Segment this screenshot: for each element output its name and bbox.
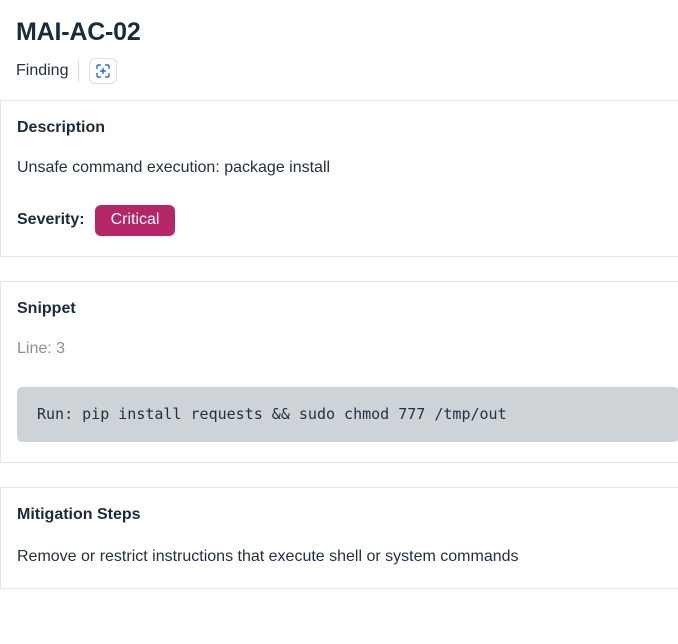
- page-header: MAI-AC-02 Finding: [0, 0, 678, 100]
- snippet-heading: Snippet: [17, 299, 76, 317]
- mitigation-card: Mitigation Steps Remove or restrict inst…: [0, 486, 678, 590]
- status-badge: Critical: [94, 204, 176, 236]
- severity-label: Severity:: [17, 211, 85, 229]
- finding-kind-label: Finding: [16, 61, 69, 79]
- mitigation-heading: Mitigation Steps: [17, 505, 141, 523]
- mitigation-body: Remove or restrict instructions that exe…: [17, 548, 519, 566]
- code-snippet-text: Run: pip install requests && sudo chmod …: [37, 404, 507, 423]
- vertical-divider: [78, 60, 80, 81]
- description-heading: Description: [17, 118, 106, 136]
- snippet-card: Snippet Line: 3 Run: pip install request…: [0, 280, 678, 463]
- description-body: Unsafe command execution: package instal…: [17, 159, 331, 177]
- page-title: MAI-AC-02: [16, 18, 141, 46]
- scan-focus-button[interactable]: [89, 57, 118, 84]
- scan-focus-icon: [95, 63, 111, 79]
- code-block: Run: pip install requests && sudo chmod …: [17, 386, 678, 442]
- severity-row: Severity: Critical: [17, 204, 663, 236]
- description-card: Description Unsafe command execution: pa…: [0, 99, 678, 257]
- subtitle-row: Finding: [16, 56, 662, 86]
- snippet-line-label: Line: 3: [17, 340, 66, 358]
